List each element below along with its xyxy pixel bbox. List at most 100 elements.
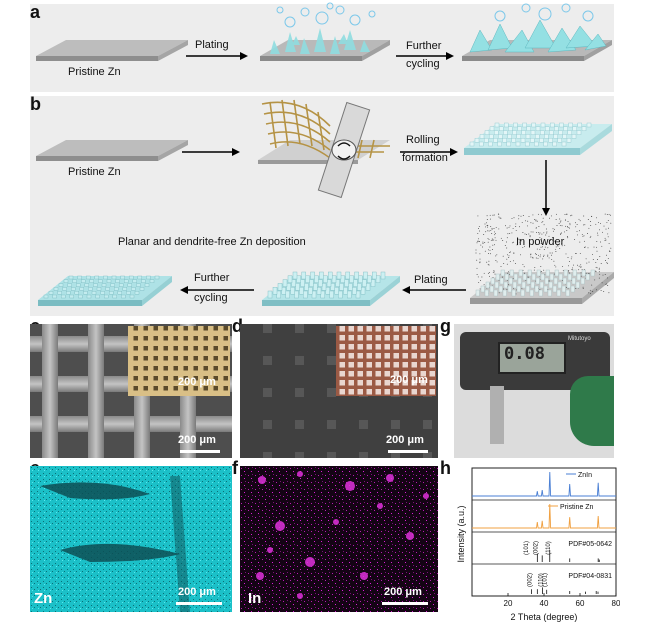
pillar — [105, 287, 110, 291]
pillar — [360, 287, 366, 295]
main-scale-label-c: 200 μm — [178, 434, 216, 446]
pillar — [352, 287, 357, 295]
pillar — [316, 287, 322, 295]
pillar — [347, 290, 352, 299]
powder-dot — [480, 280, 482, 282]
pillar — [540, 130, 545, 135]
gloved-hand — [570, 376, 614, 446]
pillar — [566, 281, 571, 289]
powder-dot — [559, 218, 561, 220]
powder-dot — [522, 246, 524, 248]
powder-dot — [604, 213, 606, 215]
powder-dot — [537, 257, 539, 259]
pillar — [326, 279, 332, 287]
pillar — [507, 285, 512, 293]
powder-dot — [567, 257, 569, 258]
powder-dot — [546, 232, 548, 234]
powder-dot — [502, 255, 504, 257]
powder-dot — [479, 253, 481, 255]
powder-dot — [488, 272, 490, 273]
powder-dot — [576, 230, 578, 232]
powder-dot — [605, 260, 606, 261]
pillar — [498, 134, 503, 139]
pillar — [98, 279, 103, 283]
caliper-photo-g: 0.08 Mitutoyo — [454, 324, 614, 458]
pillar — [548, 281, 553, 289]
powder-dot — [548, 281, 550, 282]
powder-dot — [489, 218, 491, 220]
pillar — [291, 279, 296, 287]
powder-dot — [608, 227, 609, 229]
pillar — [95, 294, 100, 299]
powder-dot — [543, 232, 545, 234]
powder-dot — [492, 214, 494, 216]
zn-mapping-texture — [30, 466, 232, 612]
powder-dot — [598, 271, 600, 273]
powder-dot — [583, 268, 585, 270]
powder-dot — [494, 231, 495, 233]
powder-dot — [483, 284, 485, 286]
pillar — [78, 294, 83, 299]
pillar — [479, 134, 485, 139]
pillar — [503, 130, 508, 135]
xrd-hkl-label: (110) — [539, 573, 545, 587]
powder-dot — [507, 233, 509, 235]
pillar — [516, 285, 521, 293]
powder-dot — [476, 274, 478, 275]
pillar — [329, 290, 334, 299]
powder-dot — [554, 240, 556, 242]
powder-dot — [490, 253, 492, 255]
pillar — [267, 290, 273, 299]
powder-dot — [487, 237, 489, 239]
powder-dot — [484, 223, 486, 225]
pillar — [77, 275, 82, 280]
powder-dot — [526, 225, 528, 227]
powder-dot — [478, 281, 480, 283]
powder-dot — [610, 222, 612, 224]
powder-dot — [532, 222, 534, 224]
pillar — [489, 285, 494, 293]
pillar — [485, 281, 490, 289]
eds-map-in: In 200 μm — [240, 466, 438, 612]
powder-dot — [608, 242, 610, 244]
pillar — [511, 289, 516, 297]
pillar — [566, 137, 572, 143]
powder-dot — [501, 276, 503, 278]
pillar — [126, 291, 131, 295]
pillar — [498, 285, 503, 293]
powder-dot — [524, 245, 525, 247]
powder-dot — [483, 272, 485, 274]
pillar — [529, 289, 534, 297]
powder-dot — [590, 235, 592, 237]
powder-dot — [555, 266, 557, 268]
powder-dot — [591, 284, 593, 286]
powder-dot — [490, 229, 492, 231]
powder-dot — [558, 223, 560, 224]
powder-dot — [487, 249, 489, 251]
pillar — [503, 281, 508, 289]
powder-dot — [526, 234, 528, 235]
pillar — [567, 273, 572, 281]
powder-dot — [559, 248, 561, 249]
pillar — [314, 275, 319, 283]
powder-dot — [543, 249, 545, 250]
inset-scale-label-d: 200 μm — [390, 374, 428, 386]
powder-dot — [515, 226, 517, 227]
powder-dot — [547, 255, 549, 257]
powder-dot — [522, 269, 524, 271]
pillar — [96, 287, 102, 291]
pillar — [565, 289, 570, 297]
powder-dot — [607, 220, 609, 222]
powder-dot — [570, 215, 572, 217]
powder-dot — [577, 234, 579, 236]
rolling-formation-label-line1: Rolling — [406, 134, 440, 146]
powder-dot — [506, 263, 508, 265]
powder-dot — [561, 245, 563, 247]
powder-dot — [555, 246, 557, 248]
powder-dot — [567, 227, 569, 228]
powder-dot — [567, 237, 569, 239]
pillar — [530, 281, 535, 289]
powder-dot — [527, 220, 529, 222]
powder-dot — [580, 266, 582, 268]
